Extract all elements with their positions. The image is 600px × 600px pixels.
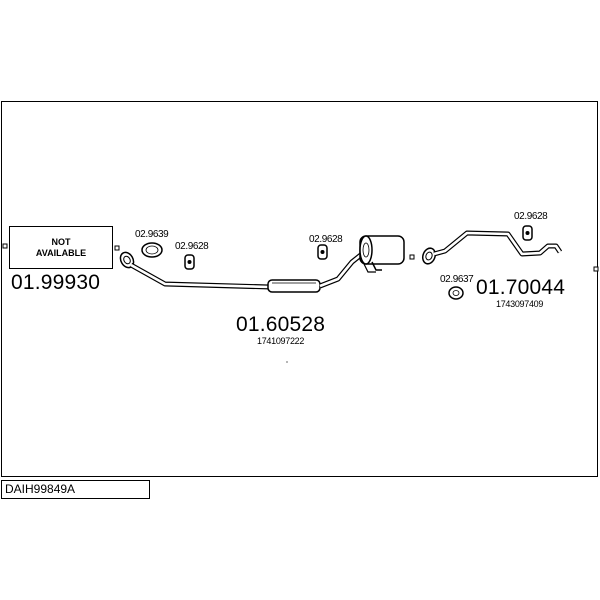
ref-mount-front: 02.9628	[175, 241, 209, 252]
rear-muffler	[359, 235, 405, 273]
gasket-rear	[448, 286, 464, 300]
rubber-mount-front	[184, 254, 195, 270]
ref-mount-rear: 02.9628	[514, 211, 548, 222]
oem-number-rear-pipe: 1743097409	[496, 299, 544, 309]
connector-marker-front	[114, 245, 120, 251]
gasket-ring-front	[141, 242, 163, 258]
part-number-front-pipe: 01.60528	[236, 313, 326, 336]
ref-gasket-front: 02.9639	[135, 229, 169, 240]
diagram-code: DAIH99849A	[1, 480, 150, 499]
front-pipe-part	[119, 251, 364, 293]
oem-number-front-pipe: 1741097222	[257, 336, 305, 346]
not-available-line1: NOT	[51, 236, 71, 247]
stray-dot	[286, 361, 288, 363]
connector-marker-left	[2, 243, 8, 249]
not-available-box: NOT AVAILABLE	[9, 226, 113, 269]
not-available-line2: AVAILABLE	[35, 247, 87, 258]
ref-mount-mid: 02.9628	[309, 234, 343, 245]
part-number-not-available: 01.99930	[11, 271, 101, 294]
part-number-rear-pipe: 01.70044	[476, 276, 566, 299]
rubber-mount-mid	[317, 244, 328, 260]
ref-gasket-rear: 02.9637	[440, 274, 474, 285]
rubber-mount-rear	[522, 225, 533, 241]
connector-marker-mid	[409, 254, 415, 260]
connector-marker-right	[593, 266, 599, 272]
diagram-frame	[1, 101, 598, 477]
rear-pipe-part	[421, 230, 563, 265]
